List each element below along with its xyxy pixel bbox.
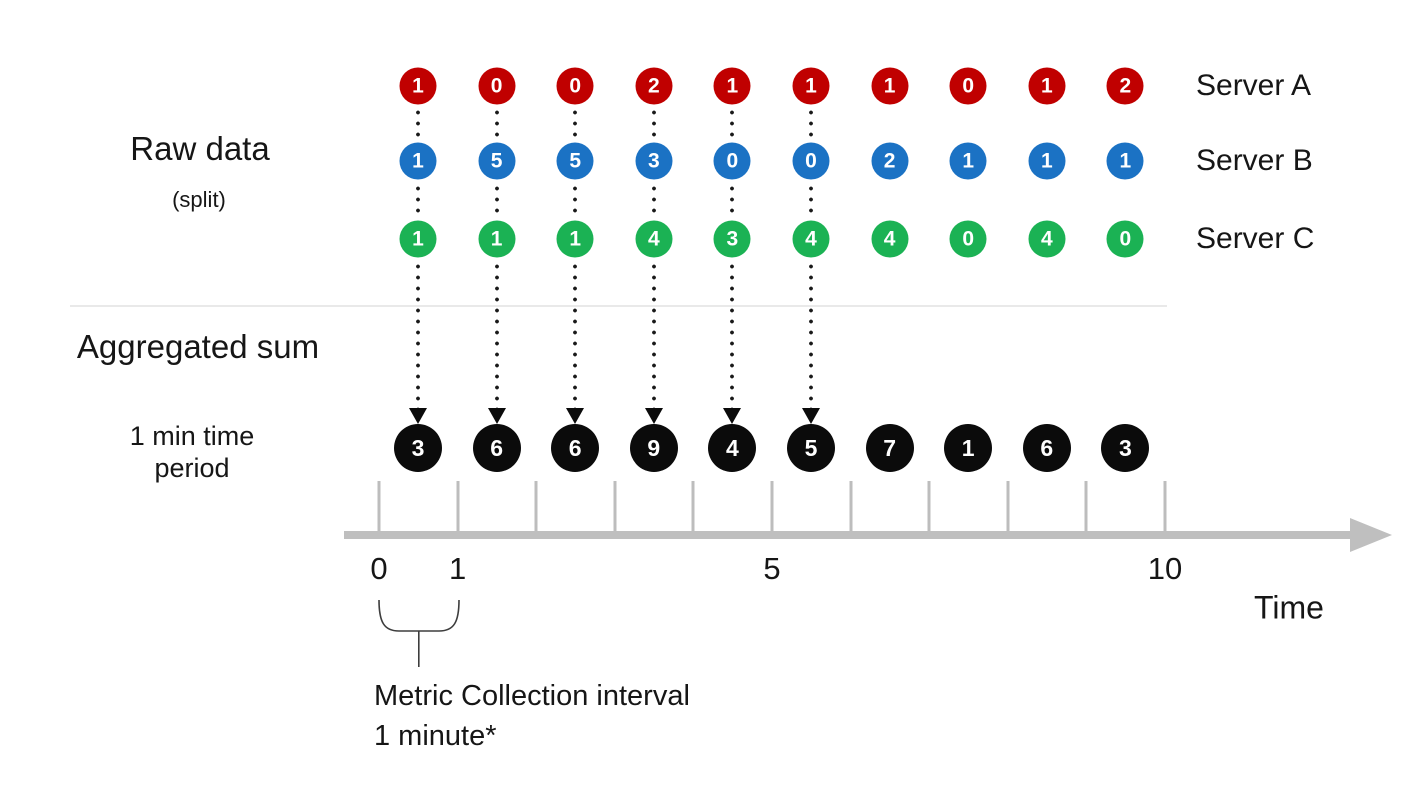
connector-dotted-line xyxy=(808,261,814,409)
split-label: (split) xyxy=(172,187,226,212)
server-b-point: 1 xyxy=(399,142,437,180)
server-c-point: 3 xyxy=(713,220,751,258)
axis-tick xyxy=(770,481,774,531)
server-c-point: 4 xyxy=(871,220,909,258)
aggregated-point: 9 xyxy=(629,424,678,472)
time-period-label: 1 min time period xyxy=(130,420,255,484)
aggregated-point: 5 xyxy=(787,424,835,472)
connector-dotted-line xyxy=(651,261,657,409)
server-c-point: 4 xyxy=(635,220,673,258)
interval-brace xyxy=(378,599,460,667)
aggregated-point: 3 xyxy=(1101,424,1150,472)
server-a-point: 1 xyxy=(399,67,437,105)
aggregated-point: 7 xyxy=(865,424,914,472)
connector-dotted-line xyxy=(572,107,578,141)
connector-dotted-line xyxy=(651,183,657,217)
axis-tick-label: 0 xyxy=(370,551,388,586)
server-a-point: 0 xyxy=(556,67,594,105)
time-axis-label: Time xyxy=(1254,589,1324,626)
interval-line1: Metric Collection interval xyxy=(374,680,690,712)
aggregated-point: 6 xyxy=(1022,424,1071,472)
server-a-point: 2 xyxy=(635,67,673,105)
aggregated-sum-label: Aggregated sum xyxy=(76,328,320,365)
axis-tick-label: 1 xyxy=(448,551,467,586)
server-a-point: 0 xyxy=(478,67,516,105)
axis-tick xyxy=(613,481,617,531)
connector-dotted-line xyxy=(415,107,421,141)
aggregated-point: 1 xyxy=(944,424,993,472)
server-c-point: 0 xyxy=(1106,220,1144,258)
server-a-label: Server A xyxy=(1196,69,1312,102)
server-c-point: 1 xyxy=(399,220,437,258)
connector-dotted-line xyxy=(494,183,500,217)
server-a-point: 0 xyxy=(949,67,987,105)
server-b-point: 1 xyxy=(1028,142,1066,180)
server-a-point: 2 xyxy=(1106,67,1144,105)
aggregated-point: 4 xyxy=(708,424,757,472)
axis-tick-label: 10 xyxy=(1147,551,1183,586)
connector-dotted-line xyxy=(808,107,814,141)
server-a-point: 1 xyxy=(792,67,830,105)
connector-dotted-line xyxy=(729,261,735,409)
connector-dotted-line xyxy=(494,261,500,409)
axis-tick xyxy=(1006,481,1010,531)
time-axis-line xyxy=(344,531,1352,539)
axis-tick xyxy=(849,481,853,531)
server-b-point: 0 xyxy=(713,142,751,180)
axis-tick xyxy=(1163,481,1167,531)
aggregated-point: 6 xyxy=(551,424,600,472)
server-c-point: 4 xyxy=(1028,220,1066,258)
axis-tick xyxy=(1084,481,1088,531)
time-period-line1: 1 min time xyxy=(129,421,255,451)
connector-dotted-line xyxy=(572,261,578,409)
server-c-point: 1 xyxy=(478,220,516,258)
aggregated-point: 3 xyxy=(394,424,442,472)
server-a-point: 1 xyxy=(713,67,751,105)
connector-dotted-line xyxy=(572,183,578,217)
time-axis-arrowhead xyxy=(1350,518,1392,552)
axis-tick-label: 5 xyxy=(763,551,781,586)
aggregated-point: 6 xyxy=(472,424,521,472)
server-b-point: 3 xyxy=(635,142,673,180)
server-c-point: 1 xyxy=(556,220,594,258)
down-arrow-icon xyxy=(644,408,663,424)
server-b-point: 5 xyxy=(556,142,594,180)
server-b-point: 1 xyxy=(949,142,987,180)
down-arrow-icon xyxy=(487,408,506,424)
server-b-point: 0 xyxy=(792,142,830,180)
axis-tick xyxy=(927,481,931,531)
connector-dotted-line xyxy=(808,183,814,217)
down-arrow-icon xyxy=(566,408,585,424)
connector-dotted-line xyxy=(651,107,657,141)
time-period-line2: period xyxy=(154,453,230,483)
axis-tick xyxy=(377,481,381,531)
server-b-point: 2 xyxy=(871,142,909,180)
server-c-label: Server C xyxy=(1196,222,1315,255)
interval-line2: 1 minute* xyxy=(374,720,497,752)
interval-label: Metric Collection interval 1 minute* xyxy=(374,676,690,756)
connector-dotted-line xyxy=(729,183,735,217)
server-b-point: 5 xyxy=(478,142,516,180)
down-arrow-icon xyxy=(409,408,427,424)
server-a-point: 1 xyxy=(1028,67,1066,105)
connector-dotted-line xyxy=(494,107,500,141)
raw-data-label: Raw data xyxy=(130,130,270,167)
server-c-point: 4 xyxy=(792,220,830,258)
section-divider xyxy=(70,305,1167,307)
connector-dotted-line xyxy=(729,107,735,141)
server-b-label: Server B xyxy=(1196,144,1313,177)
down-arrow-icon xyxy=(802,408,820,424)
server-b-point: 1 xyxy=(1106,142,1144,180)
connector-dotted-line xyxy=(415,183,421,217)
down-arrow-icon xyxy=(723,408,742,424)
server-c-point: 0 xyxy=(949,220,987,258)
axis-tick xyxy=(456,481,460,531)
axis-tick xyxy=(534,481,538,531)
server-a-point: 1 xyxy=(871,67,909,105)
connector-dotted-line xyxy=(415,261,421,409)
axis-tick xyxy=(691,481,695,531)
